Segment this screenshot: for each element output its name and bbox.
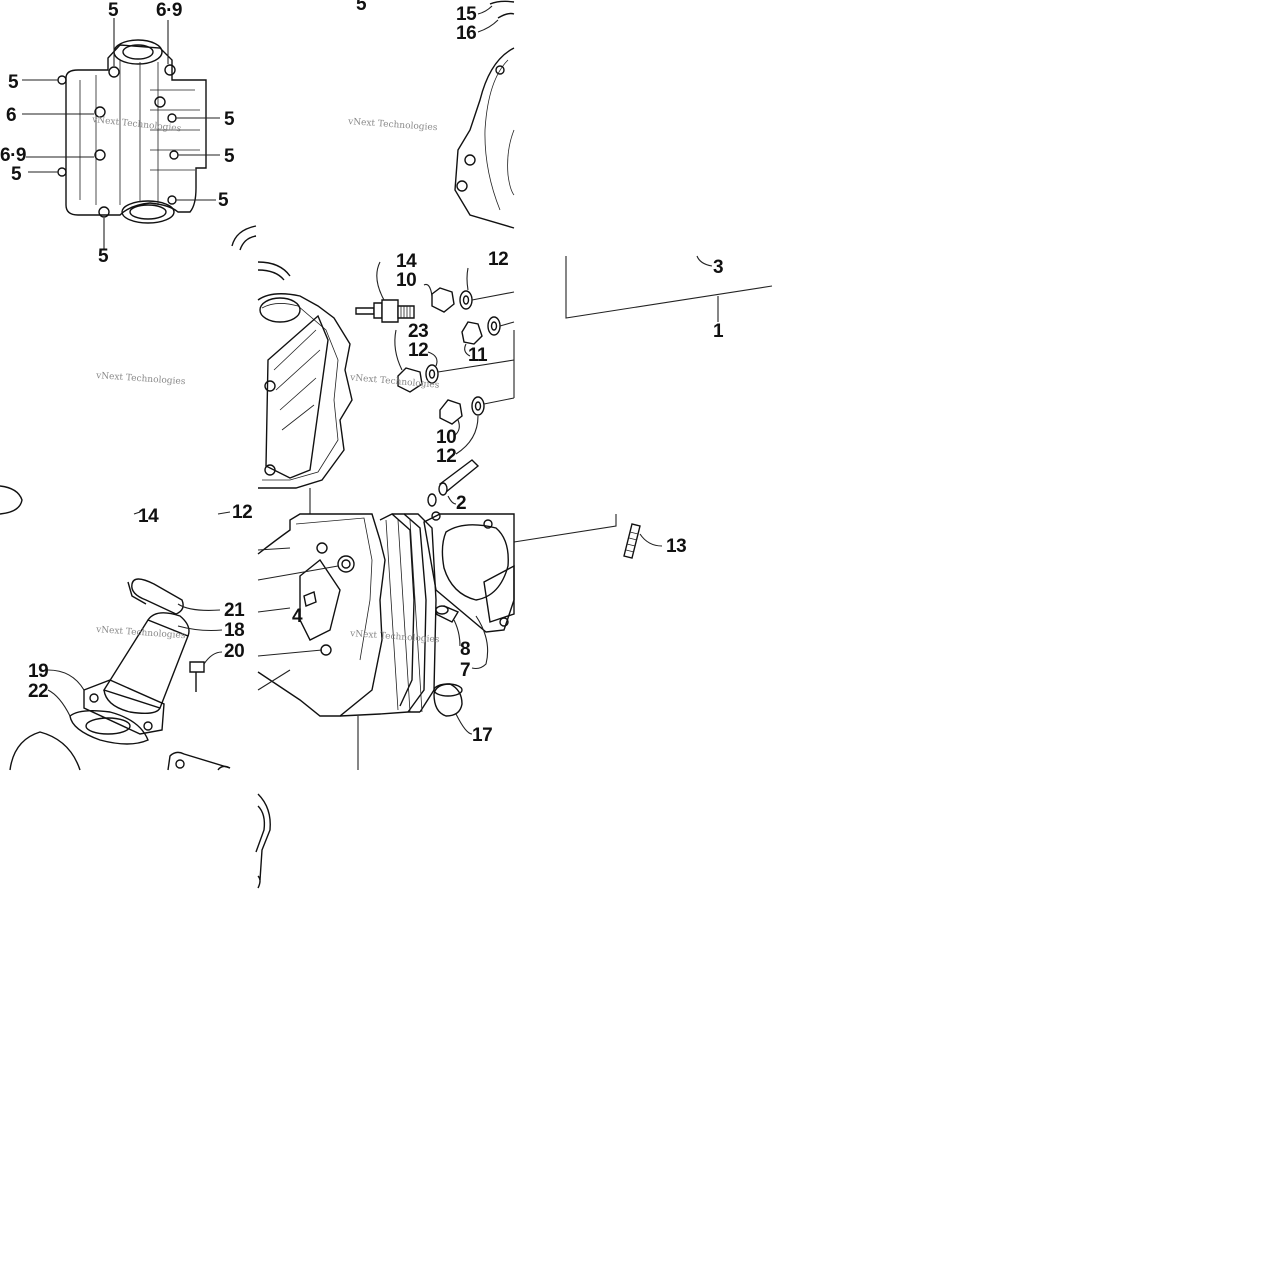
callout-label: 5 [356,0,367,15]
spark-plug-part [355,261,433,323]
stud-part [623,523,663,559]
callout-label: 4 [292,606,303,627]
callout-label: 12 [436,446,456,467]
callout-label: 13 [666,536,686,557]
callout-label: 7 [460,660,470,681]
dowel-and-seal-part [434,605,489,670]
dowel-pin-part [427,459,480,507]
callout-label: 5 [108,0,119,21]
watermark-text: vNext Technologies [95,625,186,641]
fragment-left-middle [0,485,231,515]
callout-label: 6·9 [156,0,182,21]
callout-label: 5 [11,164,22,185]
callout-labels: 5 6·9 5 6 5 6·9 5 5 5 5 5 15 16 14 10 12… [0,0,725,746]
callout-label: 5 [218,190,229,211]
assembly-bracket-lines [513,255,773,543]
callout-label: 20 [224,641,244,662]
watermarks: vNext Technologies vNext Technologies vN… [91,115,440,645]
callout-label: 5 [98,246,109,267]
callout-label: 23 [408,321,428,342]
callout-label: 6 [6,105,16,126]
callout-label: 22 [28,681,48,702]
valve-cover-leaders [22,18,220,250]
cylinder-head-drawing [257,261,353,514]
valve-cover-drawing [57,39,207,224]
cylinder-drawing [257,513,437,770]
callout-label: 1 [713,321,724,342]
callout-label: 18 [224,620,244,641]
callout-label: 16 [456,23,476,44]
gasket-fragment-top [231,225,257,251]
callout-label: 11 [468,345,488,366]
callout-label: 2 [456,493,466,514]
callout-label: 5 [224,109,235,130]
callout-label: 5 [224,146,235,167]
callout-label: 14 [396,251,417,272]
callout-label: 3 [713,257,723,278]
callout-label: 17 [472,725,492,746]
callout-label: 15 [456,4,477,25]
callout-label: 5 [8,72,19,93]
callout-label: 10 [396,270,416,291]
callout-label: 6·9 [0,145,26,166]
callout-label: 12 [232,502,252,523]
plug-part [433,683,473,735]
callout-label: 12 [408,340,428,361]
callout-label: 21 [224,600,245,621]
fragment-bottom [255,793,271,889]
crankcase-cover-fragment [454,0,515,229]
callout-label: 19 [28,661,48,682]
cylinder-gasket-part [423,511,515,633]
watermark-text: vNext Technologies [95,371,186,387]
acorn-nuts-and-washers [394,267,515,455]
intake-assembly-drawing [9,578,231,771]
callout-label: 14 [138,506,159,527]
watermark-text: vNext Technologies [347,117,438,133]
callout-label: 8 [460,639,470,660]
callout-label: 12 [488,249,508,270]
callout-label: 10 [436,427,456,448]
